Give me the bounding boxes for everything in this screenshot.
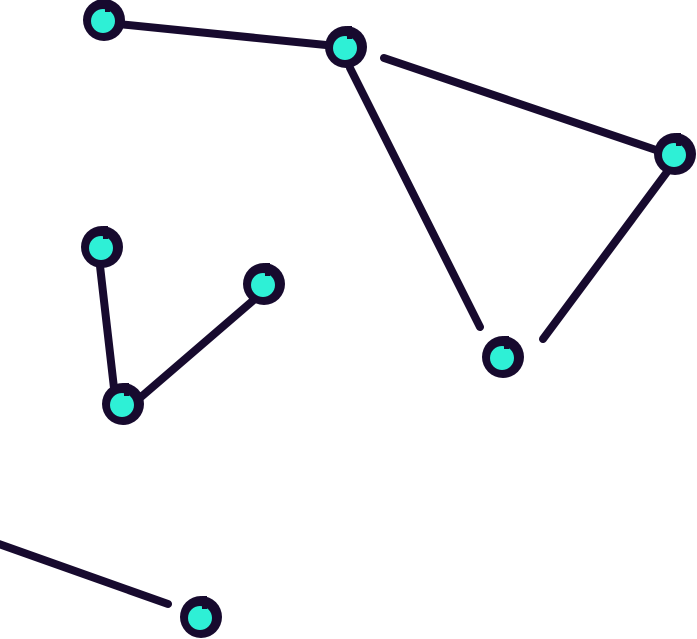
node-ring-notch xyxy=(105,0,110,12)
node-dot xyxy=(490,346,514,370)
node-ring-notch xyxy=(265,263,270,276)
edges-layer xyxy=(0,20,671,608)
edge-offscreen-n8 xyxy=(0,540,172,608)
node-dot xyxy=(333,36,357,60)
node-dot xyxy=(91,9,115,33)
node-n3 xyxy=(654,133,696,175)
node-n8 xyxy=(180,596,222,638)
node-dot xyxy=(110,393,134,417)
node-ring-notch xyxy=(676,133,681,146)
edge-n5-n7 xyxy=(96,262,118,392)
node-dot xyxy=(188,606,212,630)
node-n1 xyxy=(83,0,125,41)
node-dot xyxy=(662,143,686,167)
node-n5 xyxy=(81,226,123,268)
node-ring-notch xyxy=(124,383,129,396)
edge-n2-n4 xyxy=(346,64,484,331)
node-dot xyxy=(89,236,113,260)
node-n7 xyxy=(102,383,144,425)
node-n4 xyxy=(482,336,524,378)
node-n2 xyxy=(325,26,367,68)
edge-n3-n4 xyxy=(539,168,671,343)
node-n6 xyxy=(243,263,285,305)
edge-n6-n7 xyxy=(137,294,260,401)
node-ring-notch xyxy=(202,596,207,609)
edge-n1-n2 xyxy=(114,20,330,49)
nodes-layer xyxy=(81,0,696,638)
node-ring-notch xyxy=(504,336,509,349)
node-ring-notch xyxy=(103,226,108,239)
node-ring-notch xyxy=(347,26,352,39)
node-dot xyxy=(251,273,275,297)
edge-n2-n3 xyxy=(380,54,660,154)
